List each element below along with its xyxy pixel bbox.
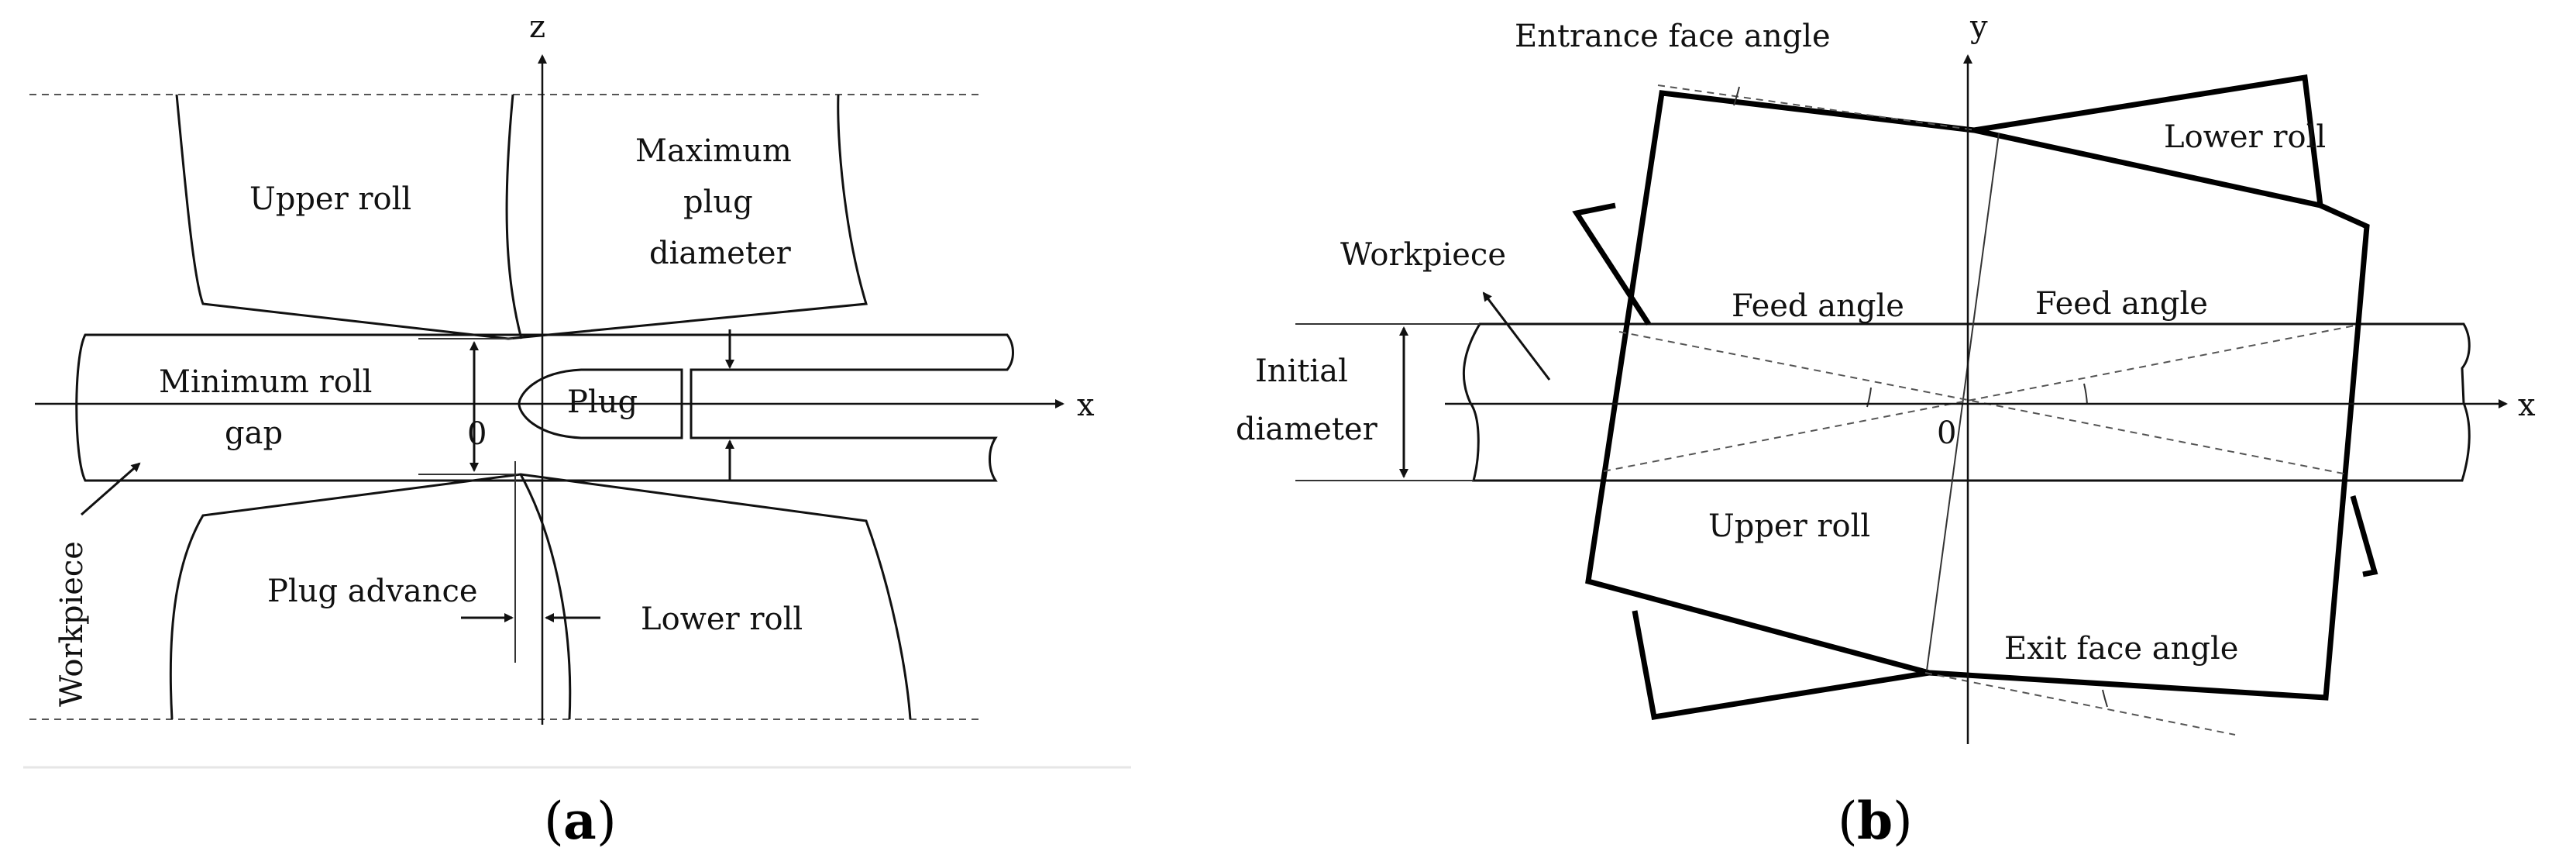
x-axis-label-a: x [1077,388,1095,423]
lower-roll-inner-curve [519,474,572,720]
min-gap-label-2: gap [225,415,283,451]
caption-b-close: ) [1893,791,1913,851]
feed-angle-label-right: Feed angle [2035,286,2208,322]
feed-line-2 [1603,325,2356,472]
origin-label-b: 0 [1937,415,1956,451]
max-plug-label-1: Maximum [635,133,792,169]
upper-roll-back-left [1572,202,1651,326]
workpiece-leader-b [1482,291,1551,381]
panel-b: y x 0 Entrance face angle Lower roll Wor… [1236,9,2536,851]
exit-face-dash [1924,672,2236,736]
front-roll-outline [1585,90,2370,701]
upper-roll-label-b: Upper roll [1708,508,1870,544]
workpiece-label-b: Workpiece [1340,237,1506,273]
feed-angle-arc-right [2083,383,2088,405]
workpiece-outline [75,333,1014,482]
exit-face-angle-label: Exit face angle [2004,631,2238,667]
caption-a-letter: a [563,791,597,851]
y-axis-label: y [1969,9,1988,45]
workpiece-leader-a [81,462,141,516]
exit-face-arc [2102,689,2108,708]
origin-label-a: 0 [467,416,487,452]
feed-angle-label-left: Feed angle [1732,288,1904,324]
upper-roll-label-a: Upper roll [249,181,411,217]
x-axis-label-b: x [2518,388,2536,423]
upper-roll-inner-curve [505,94,523,339]
caption-a-open: ( [544,791,564,851]
z-axis-label: z [529,9,545,45]
initial-diameter-label-2: diameter [1236,412,1378,447]
min-gap-label-1: Minimum roll [159,364,372,400]
caption-a-close: ) [597,791,617,851]
max-plug-label-2: plug [683,184,753,220]
entrance-face-arc [1733,86,1740,106]
upper-roll-back-bottom [1632,610,1930,720]
plug-advance-label: Plug advance [267,574,478,609]
feed-angle-arc-left [1866,387,1872,408]
lower-roll-back-top [1973,74,2323,206]
max-plug-label-3: diameter [649,236,792,271]
plug-label: Plug [567,384,638,420]
panel-a: z x 0 Upper roll Maximum plug diameter M… [23,9,1131,851]
entrance-face-dash [1657,84,1976,131]
caption-b-letter: b [1857,791,1893,851]
caption-b-open: ( [1838,791,1858,851]
workpiece-label-a: Workpiece [54,541,90,707]
lower-roll-label-b: Lower roll [2164,119,2326,155]
entrance-face-angle-label: Entrance face angle [1515,19,1831,54]
lower-roll-back-right [2350,495,2378,577]
initial-diameter-label-1: Initial [1255,353,1348,389]
lower-roll-label-a: Lower roll [641,601,803,637]
